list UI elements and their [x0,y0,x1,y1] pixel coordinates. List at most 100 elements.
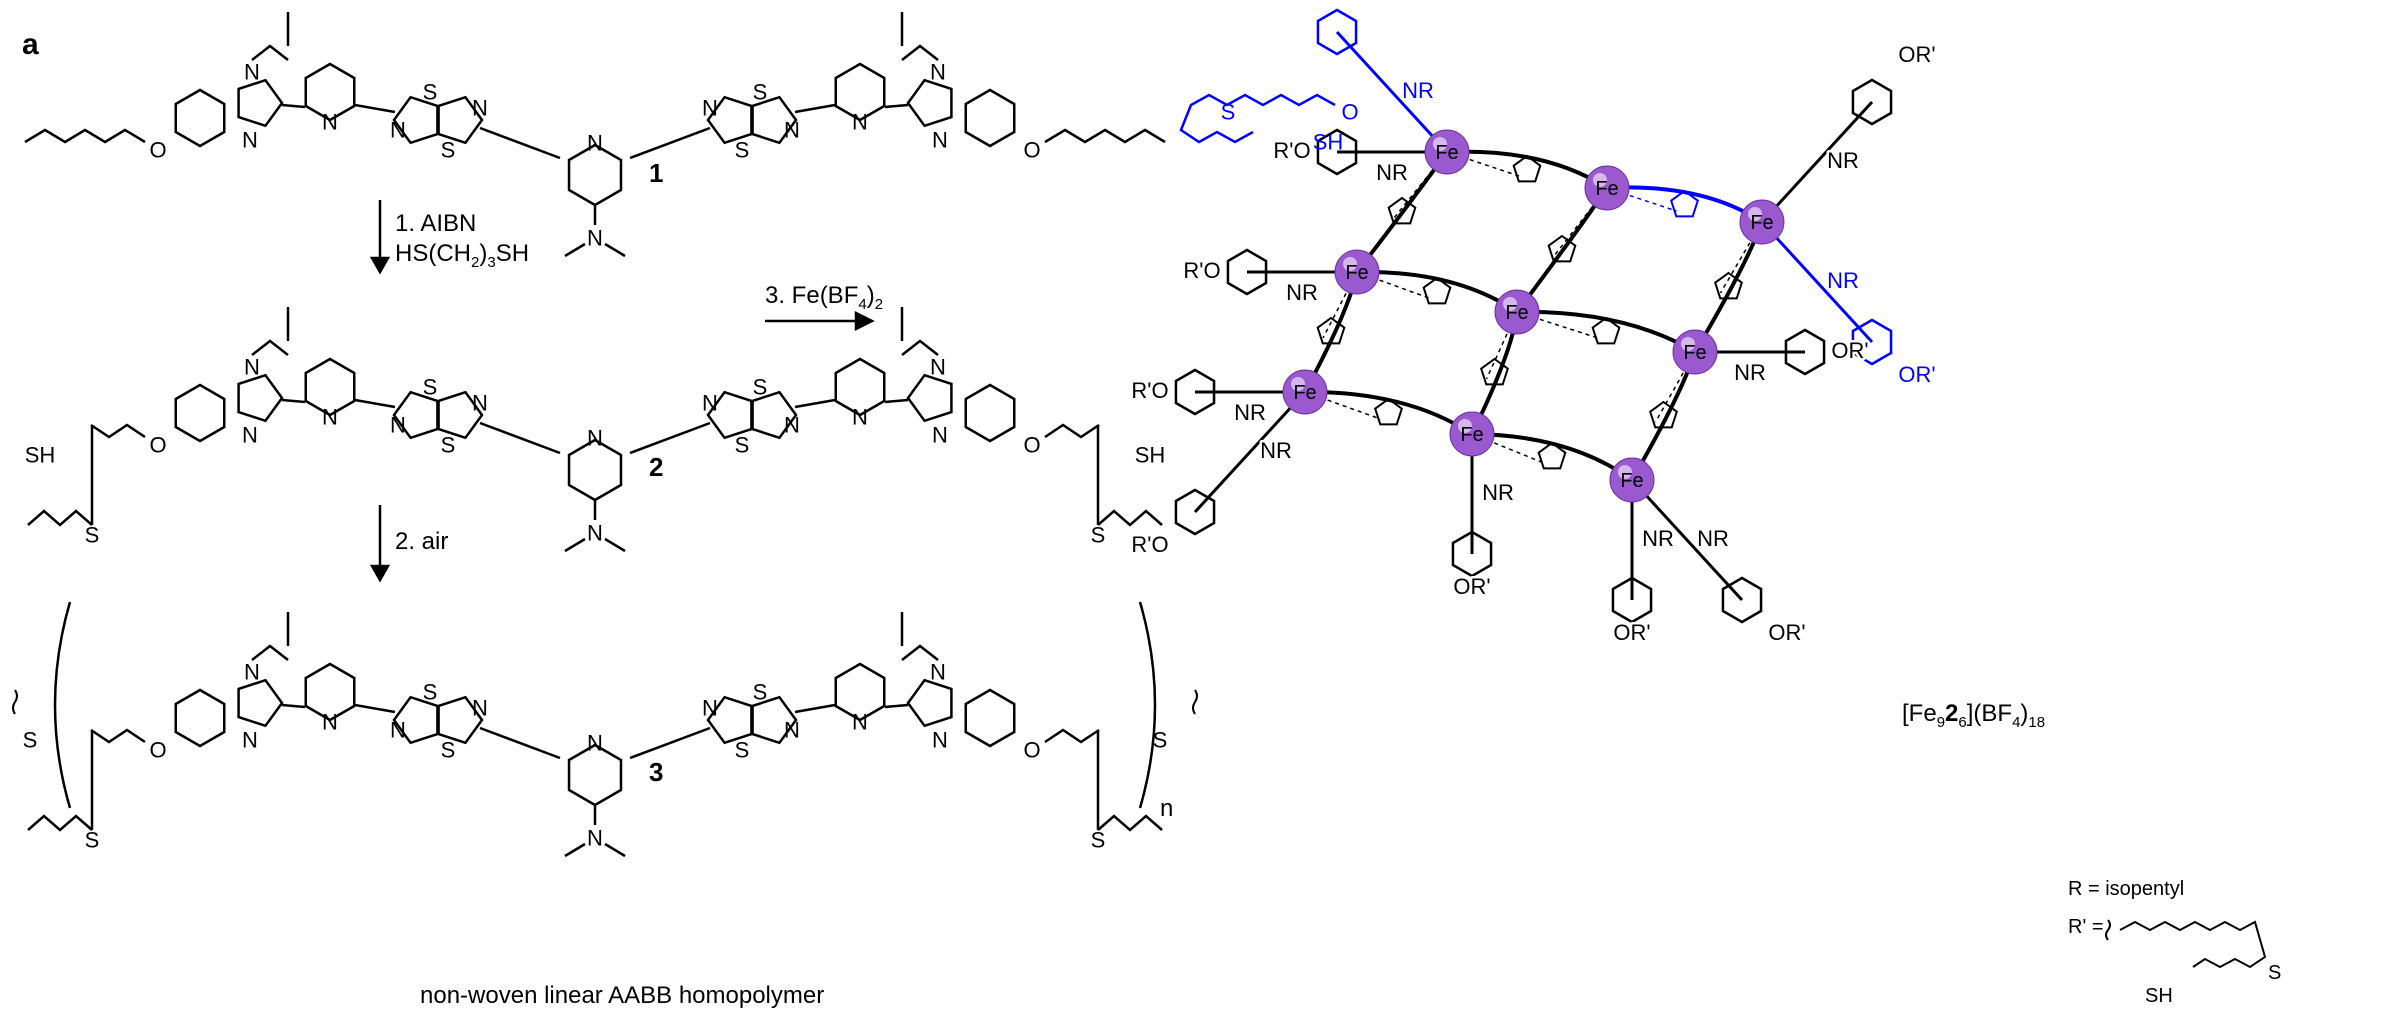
cage-substituent-label: R'O [1183,258,1220,283]
cage-benzene-ring [1316,128,1358,176]
cage-benzimidazole-arm [1335,30,1449,154]
ether-o: O [1023,138,1040,163]
bond-py-tt [354,703,396,714]
bond-bzim-py [281,398,306,404]
disulfide-s: S [23,728,38,753]
fe-center: FeII [1334,249,1380,295]
fe-sphere-highlight [1458,419,1472,433]
bond-bzim-py [884,398,909,404]
cage-thiazole-ring [1547,234,1577,263]
propyl-chain [27,509,93,527]
imidazole-ring [237,78,284,128]
fe-label: Fe [1505,302,1528,324]
methyl-1 [564,537,586,553]
arrow-step3-head [854,310,875,332]
cage-benzimidazole-arm [1760,100,1874,224]
bond-tt-central [479,726,561,760]
imidazole-n3: N [242,728,258,753]
isopentyl-chain [251,339,289,356]
cage-thiazole-ring [1387,196,1417,225]
cage-nr-label: NR [1260,438,1292,463]
cage-substituent-label: OR' [1831,338,1868,363]
fe-n-coordination [1654,351,1696,423]
rprime-s-atom: S [2268,962,2282,984]
thiazole-n2: N [472,696,488,721]
pyridine-ring [834,662,886,722]
thiazole-n2: N [472,391,488,416]
fe-sphere-highlight [1503,297,1517,311]
rprime-thiol: SH [2145,985,2173,1007]
isopentyl-chain [251,44,289,61]
cage-substituent-label: R'O [1273,138,1310,163]
thiazole-ring-b [706,695,753,745]
cage-substituent-label: OR' [1768,620,1805,645]
cage-nr-label: NR [1642,526,1674,551]
pyridine-ring [834,62,886,122]
fe-label: Fe [1620,470,1643,492]
cage-substituent-label: OR' [1453,574,1490,599]
compound-2-label: 2 [649,452,664,482]
cage-thiazole-ring [1480,357,1509,386]
cage-nr-label: NR [1376,160,1408,185]
benzimidazole-benzene-ring [174,383,226,443]
thiazole-ring-b [437,695,484,745]
cage-thiazole-ring [1591,316,1621,345]
cage-thiazole-ring [1374,397,1403,426]
methyl-1 [564,242,586,258]
polymer-brackets [12,601,1198,809]
cage-benzene-ring [1226,248,1268,296]
fe-label: Fe [1750,212,1773,234]
ether-o: O [149,738,166,763]
reaction-arrows [369,200,875,583]
compound-1-label: 1 [649,158,664,188]
cage-benzene-ring [1611,576,1653,624]
disulfide-s: S [1153,728,1168,753]
imidazole-ring [906,678,953,728]
thiazole-s2: S [441,738,456,763]
pyridine-n: N [322,710,338,735]
fe-sphere-highlight [1433,137,1447,151]
methyl-1 [564,842,586,858]
thiazole-ring-b [437,95,484,145]
bond-tt-central [629,126,711,160]
fe9-cage-labels: R'ONROR'NRR'ONROR'NRR'ONROR'NRR'ONROR'NR… [1129,40,1938,648]
benzimidazole-benzene-ring [964,383,1016,443]
bond-tt-central [479,126,561,160]
cage-substituent-label: OR' [1898,362,1935,387]
fe-sphere-highlight [1748,207,1762,221]
cage-ether-o: O [1341,100,1358,125]
fe-n-coordination [1553,187,1608,257]
thiazole-n1: N [390,118,406,143]
bond-tt-central [479,421,561,455]
heptenyl-chain [24,128,146,144]
cage-benzene-ring [1851,318,1893,366]
ether-o: O [149,138,166,163]
alkyl-chain [90,423,146,439]
isopentyl-chain [901,44,939,61]
step1-reagent: 1. AIBN [395,210,477,237]
thioether-s: S [85,828,100,853]
cage-thiazole-ring [1512,154,1542,183]
step2-reagent: 2. air [395,528,449,555]
imidazole-n1: N [930,60,946,85]
cage-benzimidazole-arm [1630,478,1744,602]
fe-label: Fe [1345,262,1368,284]
terminal-thiol: SH [1135,443,1166,468]
thiazole-n2: N [472,96,488,121]
imidazole-n3: N [932,423,948,448]
thiazole-n2: N [702,96,718,121]
fe-label: Fe [1293,382,1316,404]
thiazole-s1: S [423,680,438,705]
fe-n-coordination [1516,311,1599,339]
bond-py-tt [354,103,396,114]
dimethylamino-n: N [587,226,603,251]
imidazole-n3: N [932,128,948,153]
compound-3-label: 3 [649,757,664,787]
cage-ligand-strand [1471,432,1634,482]
cage-substituent-label: R'O [1131,532,1168,557]
imidazole-n3: N [242,423,258,448]
panel-label: a [22,28,39,61]
thioether-s: S [85,523,100,548]
step3-reagent: 3. Fe(BF4)2 [765,282,884,313]
